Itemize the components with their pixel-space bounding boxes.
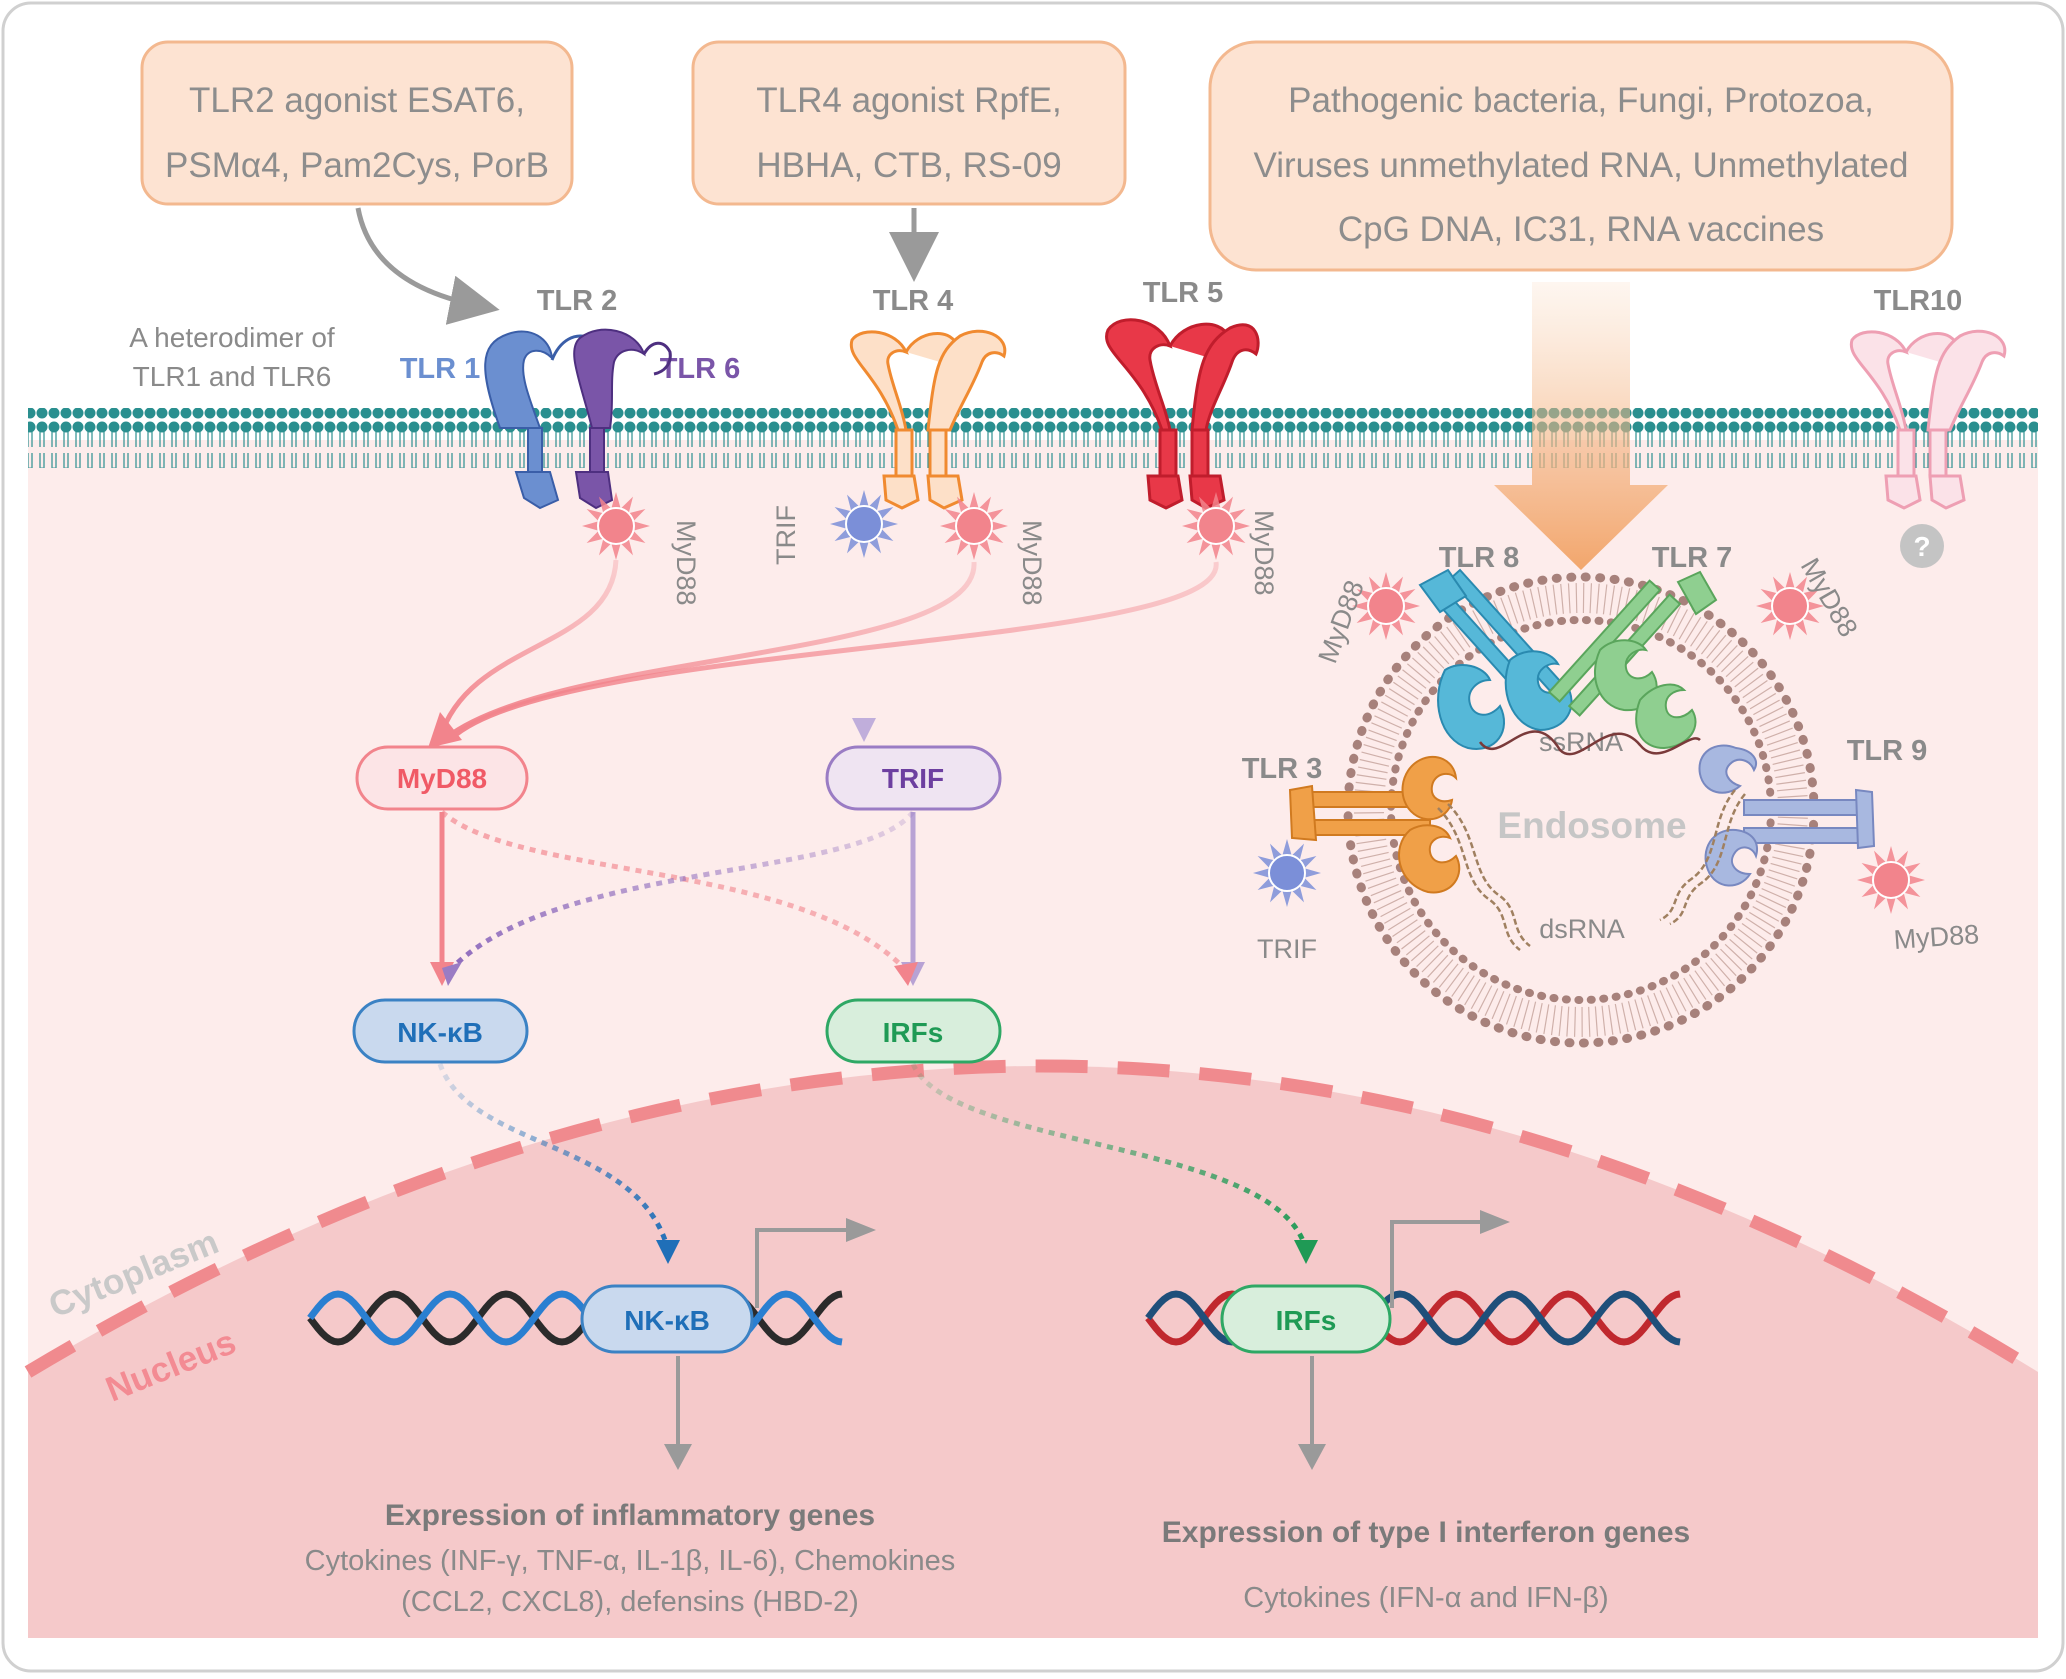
dna-strand <box>307 1290 843 1346</box>
arrowhead <box>656 1240 680 1264</box>
big-arrow-endosome <box>1494 282 1668 570</box>
interferon-line: Cytokines (IFN-α and IFN-β) <box>1243 1582 1608 1614</box>
dsrna-strand <box>1659 789 1736 922</box>
irfs-node-label: IRFs <box>883 1017 944 1048</box>
trif-node-label: TRIF <box>882 763 944 794</box>
myd88-adaptor-icon <box>1756 572 1824 640</box>
tlr8-label: TLR 8 <box>1439 542 1520 574</box>
irfs-node: IRFs <box>825 998 1002 1064</box>
arrowhead <box>894 962 918 986</box>
arrowhead <box>1298 1444 1326 1470</box>
stimulus-text: TLR2 agonist ESAT6, <box>189 81 525 120</box>
nfkb-node-label: NK-κB <box>397 1017 483 1048</box>
arrow-myd88-irfs-dashed <box>440 810 908 972</box>
trif-adaptor-icon <box>1253 839 1321 907</box>
dna-helix-left <box>307 1290 843 1346</box>
unknown-adaptor-icon <box>1900 524 1944 568</box>
tlr5-label: TLR 5 <box>1143 277 1224 309</box>
myd88-adaptor-label: MyD88 <box>671 520 701 606</box>
arrowhead <box>846 1218 876 1242</box>
myd88-adaptor-icon <box>1352 572 1420 640</box>
stimulus-text: HBHA, CTB, RS-09 <box>756 146 1061 185</box>
tlr10-label: TLR10 <box>1874 285 1963 317</box>
stimulus-box-endosomal: Pathogenic bacteria, Fungi, Protozoa, Vi… <box>1208 40 1954 272</box>
nucleus-region <box>28 1066 2038 1638</box>
tlr3-receptor <box>1288 755 1461 894</box>
irfs-nuclear-label: IRFs <box>1276 1305 1337 1336</box>
nfkb-nuclear-label: NK-κB <box>624 1305 710 1336</box>
endosome-label: Endosome <box>1497 805 1686 846</box>
arrowhead <box>1294 1240 1318 1264</box>
nfkb-nuclear: NK-κB <box>580 1284 754 1354</box>
arrowhead <box>664 1444 692 1470</box>
arrowhead <box>852 718 876 742</box>
inflammatory-line: (CCL2, CXCL8), defensins (HBD-2) <box>401 1586 859 1618</box>
stimulus-box-tlr2: TLR2 agonist ESAT6, PSMα4, Pam2Cys, PorB <box>140 40 574 206</box>
trif-adaptor-label: TRIF <box>771 505 801 565</box>
arrowhead <box>428 712 462 748</box>
arrowhead <box>1480 1210 1510 1234</box>
tss-arrow-right <box>1390 1220 1482 1308</box>
tlr7-label: TLR 7 <box>1652 542 1733 574</box>
plasma-membrane <box>28 408 2038 468</box>
myd88-adaptor-icon <box>1857 846 1925 914</box>
tlr9-label: TLR 9 <box>1847 735 1928 767</box>
arrow-irfs-nucleus <box>910 1062 1309 1251</box>
stimulus-text: TLR4 agonist RpfE, <box>756 81 1061 120</box>
stimulus-text: Pathogenic bacteria, Fungi, Protozoa, <box>1288 81 1874 120</box>
dsrna-label: dsRNA <box>1539 914 1625 944</box>
arrow-myd88-tlr5 <box>450 561 1219 740</box>
tlr4-label: TLR 4 <box>873 285 954 317</box>
dna-strand <box>307 1290 843 1346</box>
myd88-adaptor-icon <box>582 492 650 560</box>
trif-node: TRIF <box>825 745 1002 811</box>
myd88-adaptor-icon <box>1182 492 1250 560</box>
trif-adaptor-icon <box>830 490 898 558</box>
heterodimer-note: TLR1 and TLR6 <box>133 361 332 392</box>
tlr10-receptor <box>1849 329 2007 510</box>
unknown-adaptor-mark: ? <box>1913 531 1930 562</box>
tlr1-label: TLR 1 <box>400 353 481 385</box>
myd88-node-label: MyD88 <box>397 763 487 794</box>
stimulus-text: PSMα4, Pam2Cys, PorB <box>165 146 549 185</box>
tlr8-receptor <box>1418 568 1573 750</box>
inflammatory-title: Expression of inflammatory genes <box>385 1499 875 1532</box>
arrow-tlr2-stimulus <box>355 207 500 325</box>
dsrna-strand <box>1669 793 1746 926</box>
arrowhead <box>442 962 462 986</box>
arrow-myd88-tlr2 <box>437 559 619 739</box>
adaptor-stars <box>582 490 1925 914</box>
tlr7-receptor <box>1547 570 1718 750</box>
myd88-adaptor-label: MyD88 <box>1249 510 1279 596</box>
myd88-adaptor-label: MyD88 <box>1893 919 1980 955</box>
tlr3-label: TLR 3 <box>1242 753 1323 785</box>
nuclear-envelope <box>24 1059 2042 1378</box>
ssrna-strand <box>1478 730 1701 756</box>
arrow-nfkb-nucleus <box>437 1063 671 1251</box>
dsrna-strand <box>1437 807 1521 951</box>
myd88-adaptor-label: MyD88 <box>1017 520 1047 606</box>
heterodimer-note: A heterodimer of <box>129 322 335 353</box>
tlr9-receptor <box>1698 744 1876 887</box>
dsrna-strand <box>1447 803 1531 947</box>
stimulus-text: CpG DNA, IC31, RNA vaccines <box>1338 210 1824 249</box>
nfkb-node: NK-κB <box>352 998 529 1064</box>
inflammatory-line: Cytokines (INF-γ, TNF-α, IL-1β, IL-6), C… <box>305 1545 956 1577</box>
tlr4-receptor <box>849 329 1007 510</box>
trif-adaptor-label: TRIF <box>1257 934 1317 964</box>
stimulus-text: Viruses unmethylated RNA, Unmethylated <box>1254 146 1909 185</box>
myd88-adaptor-icon <box>940 492 1008 560</box>
tlr1-receptor <box>484 330 600 510</box>
ssrna-label: ssRNA <box>1539 727 1623 757</box>
stimulus-box-tlr4: TLR4 agonist RpfE, HBHA, CTB, RS-09 <box>691 40 1127 206</box>
interferon-title: Expression of type I interferon genes <box>1162 1516 1690 1549</box>
myd88-node: MyD88 <box>355 745 529 811</box>
tss-arrow-left <box>755 1228 848 1308</box>
tlr2-label: TLR 2 <box>537 285 618 317</box>
irfs-nuclear: IRFs <box>1220 1284 1392 1354</box>
tlr6-label: TLR 6 <box>660 353 741 385</box>
